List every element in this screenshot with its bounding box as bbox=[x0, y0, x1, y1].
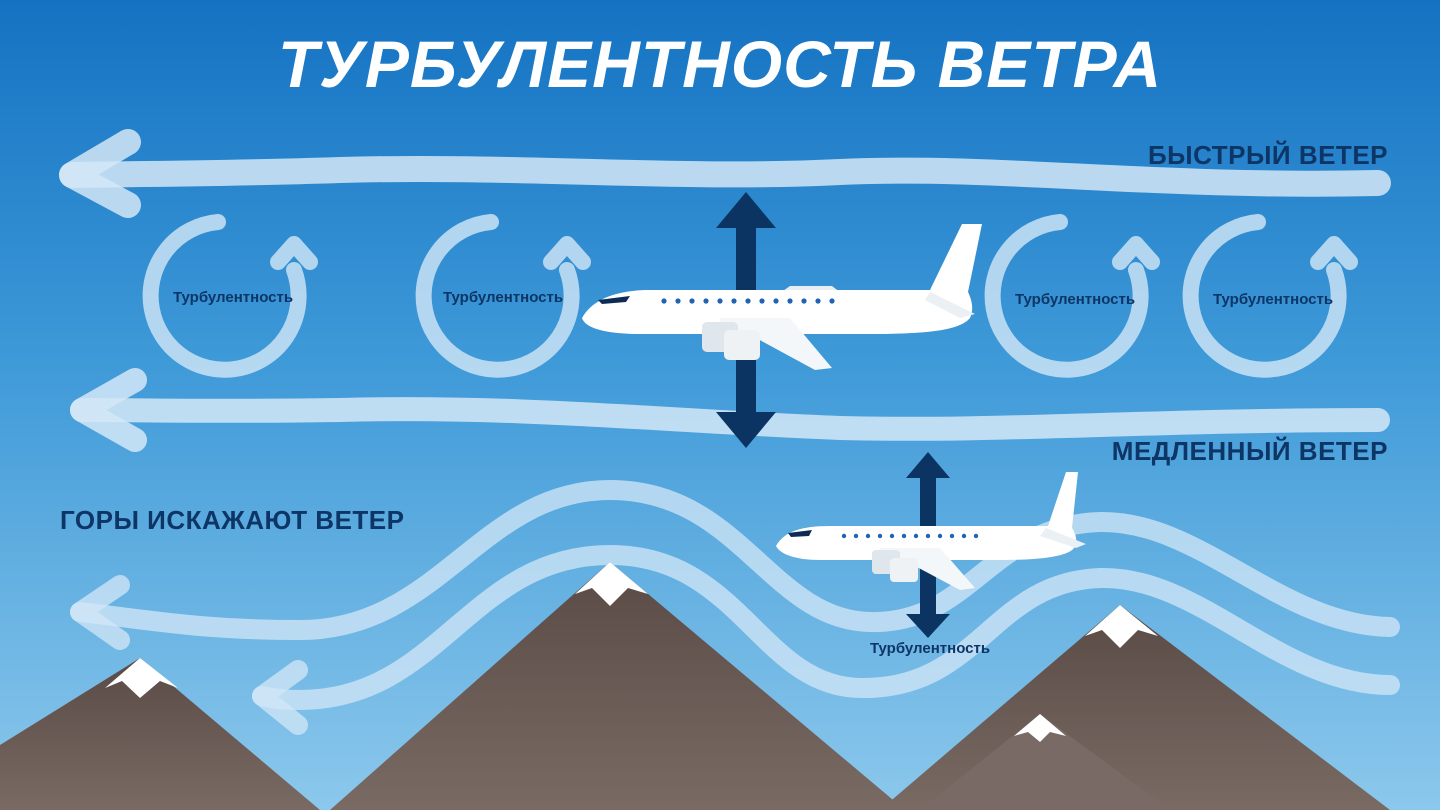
circular-arrow-icon bbox=[984, 214, 1160, 378]
airplane-icon bbox=[582, 224, 982, 370]
mountain-icon bbox=[880, 605, 1390, 810]
turbulence-label: Турбулентность bbox=[1014, 291, 1136, 308]
turbulence-label: Турбулентность bbox=[1212, 291, 1334, 308]
page-title: Турбулентность ветра bbox=[277, 27, 1163, 101]
circular-arrow-icon bbox=[1182, 214, 1358, 378]
mountain-wind-wave-bottom bbox=[252, 545, 1400, 710]
mountain-icon bbox=[330, 562, 905, 810]
mountain-wind-wave-top bbox=[70, 480, 1400, 640]
circular-arrow-icon bbox=[415, 214, 591, 378]
turbulence-label: Турбулентность bbox=[172, 289, 294, 306]
mountains bbox=[0, 562, 1390, 810]
turbulence-label: Турбулентность bbox=[442, 289, 564, 306]
slow-wind-arrow-icon bbox=[70, 368, 1390, 452]
mountain-icon bbox=[0, 658, 320, 810]
fast-wind-arrow-icon bbox=[59, 129, 1391, 218]
slow-wind-label: Медленный ветер bbox=[1111, 436, 1388, 466]
airplane-icon bbox=[776, 472, 1086, 590]
mountain-wind-streams bbox=[70, 480, 1400, 735]
turbulence-label: Турбулентность bbox=[869, 640, 991, 657]
circular-arrow-icon bbox=[142, 214, 318, 378]
fast-wind-label: Быстрый ветер bbox=[1147, 140, 1388, 170]
mountains-distort-label: Горы искажают ветер bbox=[60, 505, 405, 535]
mountain-icon bbox=[920, 714, 1170, 810]
